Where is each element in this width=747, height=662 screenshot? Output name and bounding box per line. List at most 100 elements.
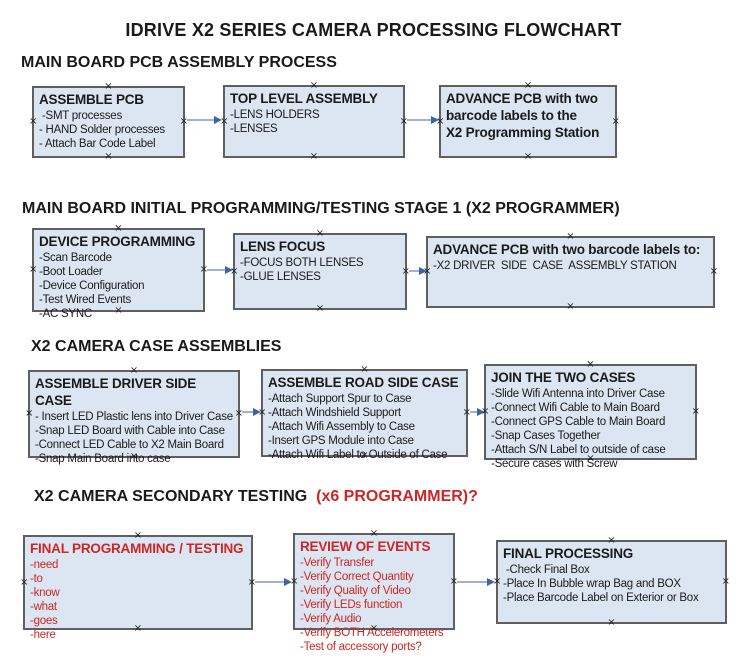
flow-box-assemble-pcb[interactable]: ASSEMBLE PCB -SMT processes- HAND Solder… — [29, 82, 188, 162]
box-title: FINAL PROGRAMMING / TESTING — [30, 541, 244, 556]
box-item: -Boot Loader — [39, 266, 103, 278]
section-heading-pcb-assembly: MAIN BOARD PCB ASSEMBLY PROCESS — [21, 54, 337, 72]
box-item: -Attach Windshield Support — [268, 407, 401, 419]
box-item: - Attach Bar Code Label — [39, 138, 156, 150]
box-item: -Test of accessory ports? — [300, 641, 422, 653]
flow-arrow — [409, 267, 427, 275]
box-item: -Connect LED Cable to X2 Main Board — [35, 439, 224, 451]
box-items: -Scan Barcode -Boot Loader -Device Configu… — [34, 250, 203, 321]
flow-box-review-of-events[interactable]: REVIEW OF EVENTS -Verify Transfer-Verify… — [290, 529, 458, 654]
box-item: -to — [30, 573, 43, 585]
box-item: -here — [30, 629, 56, 641]
box-items: -Attach Support Spur to Case -Attach Wind… — [263, 391, 466, 462]
box-item: -Verify Quality of Video — [300, 585, 411, 597]
connection-point-icon: × — [315, 303, 325, 314]
box-item: -Connect GPS Cable to Main Board — [491, 416, 666, 428]
box-item: -Verify Audio — [300, 613, 362, 625]
box-item: -Attach Support Spur to Case — [268, 393, 412, 405]
box-title: JOIN THE TWO CASES — [491, 370, 636, 385]
section-heading-red-suffix: (x6 PROGRAMMER)? — [316, 488, 478, 505]
box-item: -need — [30, 559, 59, 571]
box-item: - HAND Solder processes — [39, 124, 165, 136]
box-item: -Secure cases with Screw — [491, 458, 618, 470]
box-items: -Verify Transfer -Verify Correct Quantity… — [295, 555, 453, 654]
box-item: -goes — [30, 615, 58, 627]
box-item: -GLUE LENSES — [240, 271, 321, 283]
box-items: -Slide Wifi Antenna into Driver Case -Con… — [486, 386, 695, 471]
flow-arrow — [242, 408, 261, 416]
box-item: -Attach S/N Label to outside of case — [491, 444, 666, 456]
flow-arrow — [207, 266, 233, 274]
box-title: LENS FOCUS — [240, 239, 326, 254]
box-item: -know — [30, 587, 60, 599]
section-heading-text: X2 CAMERA CASE ASSEMBLIES — [31, 338, 282, 355]
box-items: -X2 DRIVER SIDE CASE ASSEMBLY STATION — [428, 258, 713, 273]
box-title: REVIEW OF EVENTS — [300, 539, 431, 554]
box-title: DEVICE PROGRAMMING — [39, 234, 196, 249]
box-items: -need -to -know -what -goes -here — [25, 557, 251, 642]
box-item: -Snap LED Board with Cable into Case — [35, 425, 225, 437]
box-items: -FOCUS BOTH LENSES -GLUE LENSES — [235, 255, 405, 284]
box-item: - Insert LED Plastic lens into Driver Ca… — [35, 411, 233, 423]
box-items: -SMT processes- HAND Solder processes- A… — [34, 108, 183, 151]
connection-point-icon: × — [104, 151, 113, 162]
connection-point-icon: × — [309, 151, 319, 162]
box-item: -AC SYNC — [39, 308, 92, 320]
box-item: -Insert GPS Module into Case — [268, 435, 414, 447]
flow-arrow — [470, 408, 485, 416]
box-item: -LENS HOLDERS — [230, 109, 320, 121]
flow-box-assemble-driver-side-case[interactable]: ASSEMBLE DRIVER SIDE CASE - Insert LED P… — [25, 366, 243, 466]
box-items: - Insert LED Plastic lens into Driver Ca… — [30, 409, 238, 466]
box-item: -Place In Bubble wrap Bag and BOX — [503, 578, 681, 590]
box-item: -Test Wired Events — [39, 294, 131, 306]
flow-box-top-level-assembly[interactable]: TOP LEVEL ASSEMBLY -LENS HOLDERS-LENSES … — [220, 81, 408, 162]
box-items: -Check Final Box -Place In Bubble wrap Ba… — [498, 562, 725, 605]
box-title: ASSEMBLE DRIVER SIDE CASE — [35, 376, 197, 408]
box-item: -Verify LEDs function — [300, 599, 403, 611]
box-item: -Verify BOTH Accelerometers — [300, 627, 444, 639]
box-item: -Slide Wifi Antenna into Driver Case — [491, 388, 665, 400]
connection-point-icon: × — [566, 301, 575, 312]
box-items: -LENS HOLDERS -LENSES — [225, 107, 403, 136]
box-item: -LENSES — [230, 123, 278, 135]
box-item: -Attach Wifi Assembly to Case — [268, 421, 415, 433]
section-heading-text: MAIN BOARD INITIAL PROGRAMMING/TESTING S… — [22, 200, 620, 217]
box-item: -Attach Wifi Label to Outside of Case — [268, 449, 448, 461]
flowchart-title: IDRIVE X2 SERIES CAMERA PROCESSING FLOWC… — [125, 20, 622, 40]
box-item: -Scan Barcode — [39, 252, 112, 264]
section-heading-initial-programming: MAIN BOARD INITIAL PROGRAMMING/TESTING S… — [22, 200, 620, 218]
connection-point-icon: × — [523, 151, 533, 162]
box-title: ADVANCE PCB with two barcode labels to t… — [446, 91, 600, 140]
box-item: -what — [30, 601, 57, 613]
flow-arrow — [407, 116, 439, 124]
box-item: -Verify Transfer — [300, 557, 374, 569]
box-title: ADVANCE PCB with two barcode labels to: — [433, 242, 701, 257]
flow-box-final-programming-testing[interactable]: FINAL PROGRAMMING / TESTING -need -to -kno… — [20, 531, 256, 642]
box-item: -Connect Wifi Cable to Main Board — [491, 402, 660, 414]
flow-box-advance-pcb-driver-side-station[interactable]: ADVANCE PCB with two barcode labels to: … — [423, 232, 718, 312]
section-heading-case-assemblies: X2 CAMERA CASE ASSEMBLIES — [31, 338, 281, 356]
flow-box-advance-pcb-programming-station[interactable]: ADVANCE PCB with two barcode labels to t… — [436, 81, 620, 162]
section-heading-text: MAIN BOARD PCB ASSEMBLY PROCESS — [21, 54, 337, 71]
flow-box-final-processing[interactable]: FINAL PROCESSING -Check Final Box -Place … — [493, 536, 730, 628]
flow-arrow — [457, 578, 495, 586]
box-item: -Check Final Box — [503, 564, 590, 576]
flow-box-lens-focus[interactable]: LENS FOCUS -FOCUS BOTH LENSES -GLUE LENSE… — [230, 229, 410, 314]
box-item: -Snap Cases Together — [491, 430, 601, 442]
box-item: -FOCUS BOTH LENSES — [240, 257, 364, 269]
box-item: -Device Configuration — [39, 280, 145, 292]
flow-arrow — [255, 578, 292, 586]
box-title: FINAL PROCESSING — [503, 546, 634, 561]
box-item: -Snap Main Board into case — [35, 453, 171, 465]
box-item: -Verify Correct Quantity — [300, 571, 414, 583]
section-heading-secondary-testing: X2 CAMERA SECONDARY TESTING (x6 PROGRAMM… — [34, 488, 478, 506]
box-title: TOP LEVEL ASSEMBLY — [230, 91, 378, 106]
flow-box-join-the-two-cases[interactable]: JOIN THE TWO CASES -Slide Wifi Antenna i… — [481, 360, 700, 471]
box-item: -X2 DRIVER SIDE CASE ASSEMBLY STATION — [433, 260, 677, 272]
box-item: -Place Barcode Label on Exterior or Box — [503, 592, 699, 604]
flow-box-device-programming[interactable]: DEVICE PROGRAMMING -Scan Barcode -Boot Lo… — [29, 224, 208, 321]
box-title: ASSEMBLE ROAD SIDE CASE — [268, 375, 459, 390]
flow-box-assemble-road-side-case[interactable]: ASSEMBLE ROAD SIDE CASE -Attach Support … — [258, 365, 471, 462]
flow-arrow — [187, 116, 222, 124]
